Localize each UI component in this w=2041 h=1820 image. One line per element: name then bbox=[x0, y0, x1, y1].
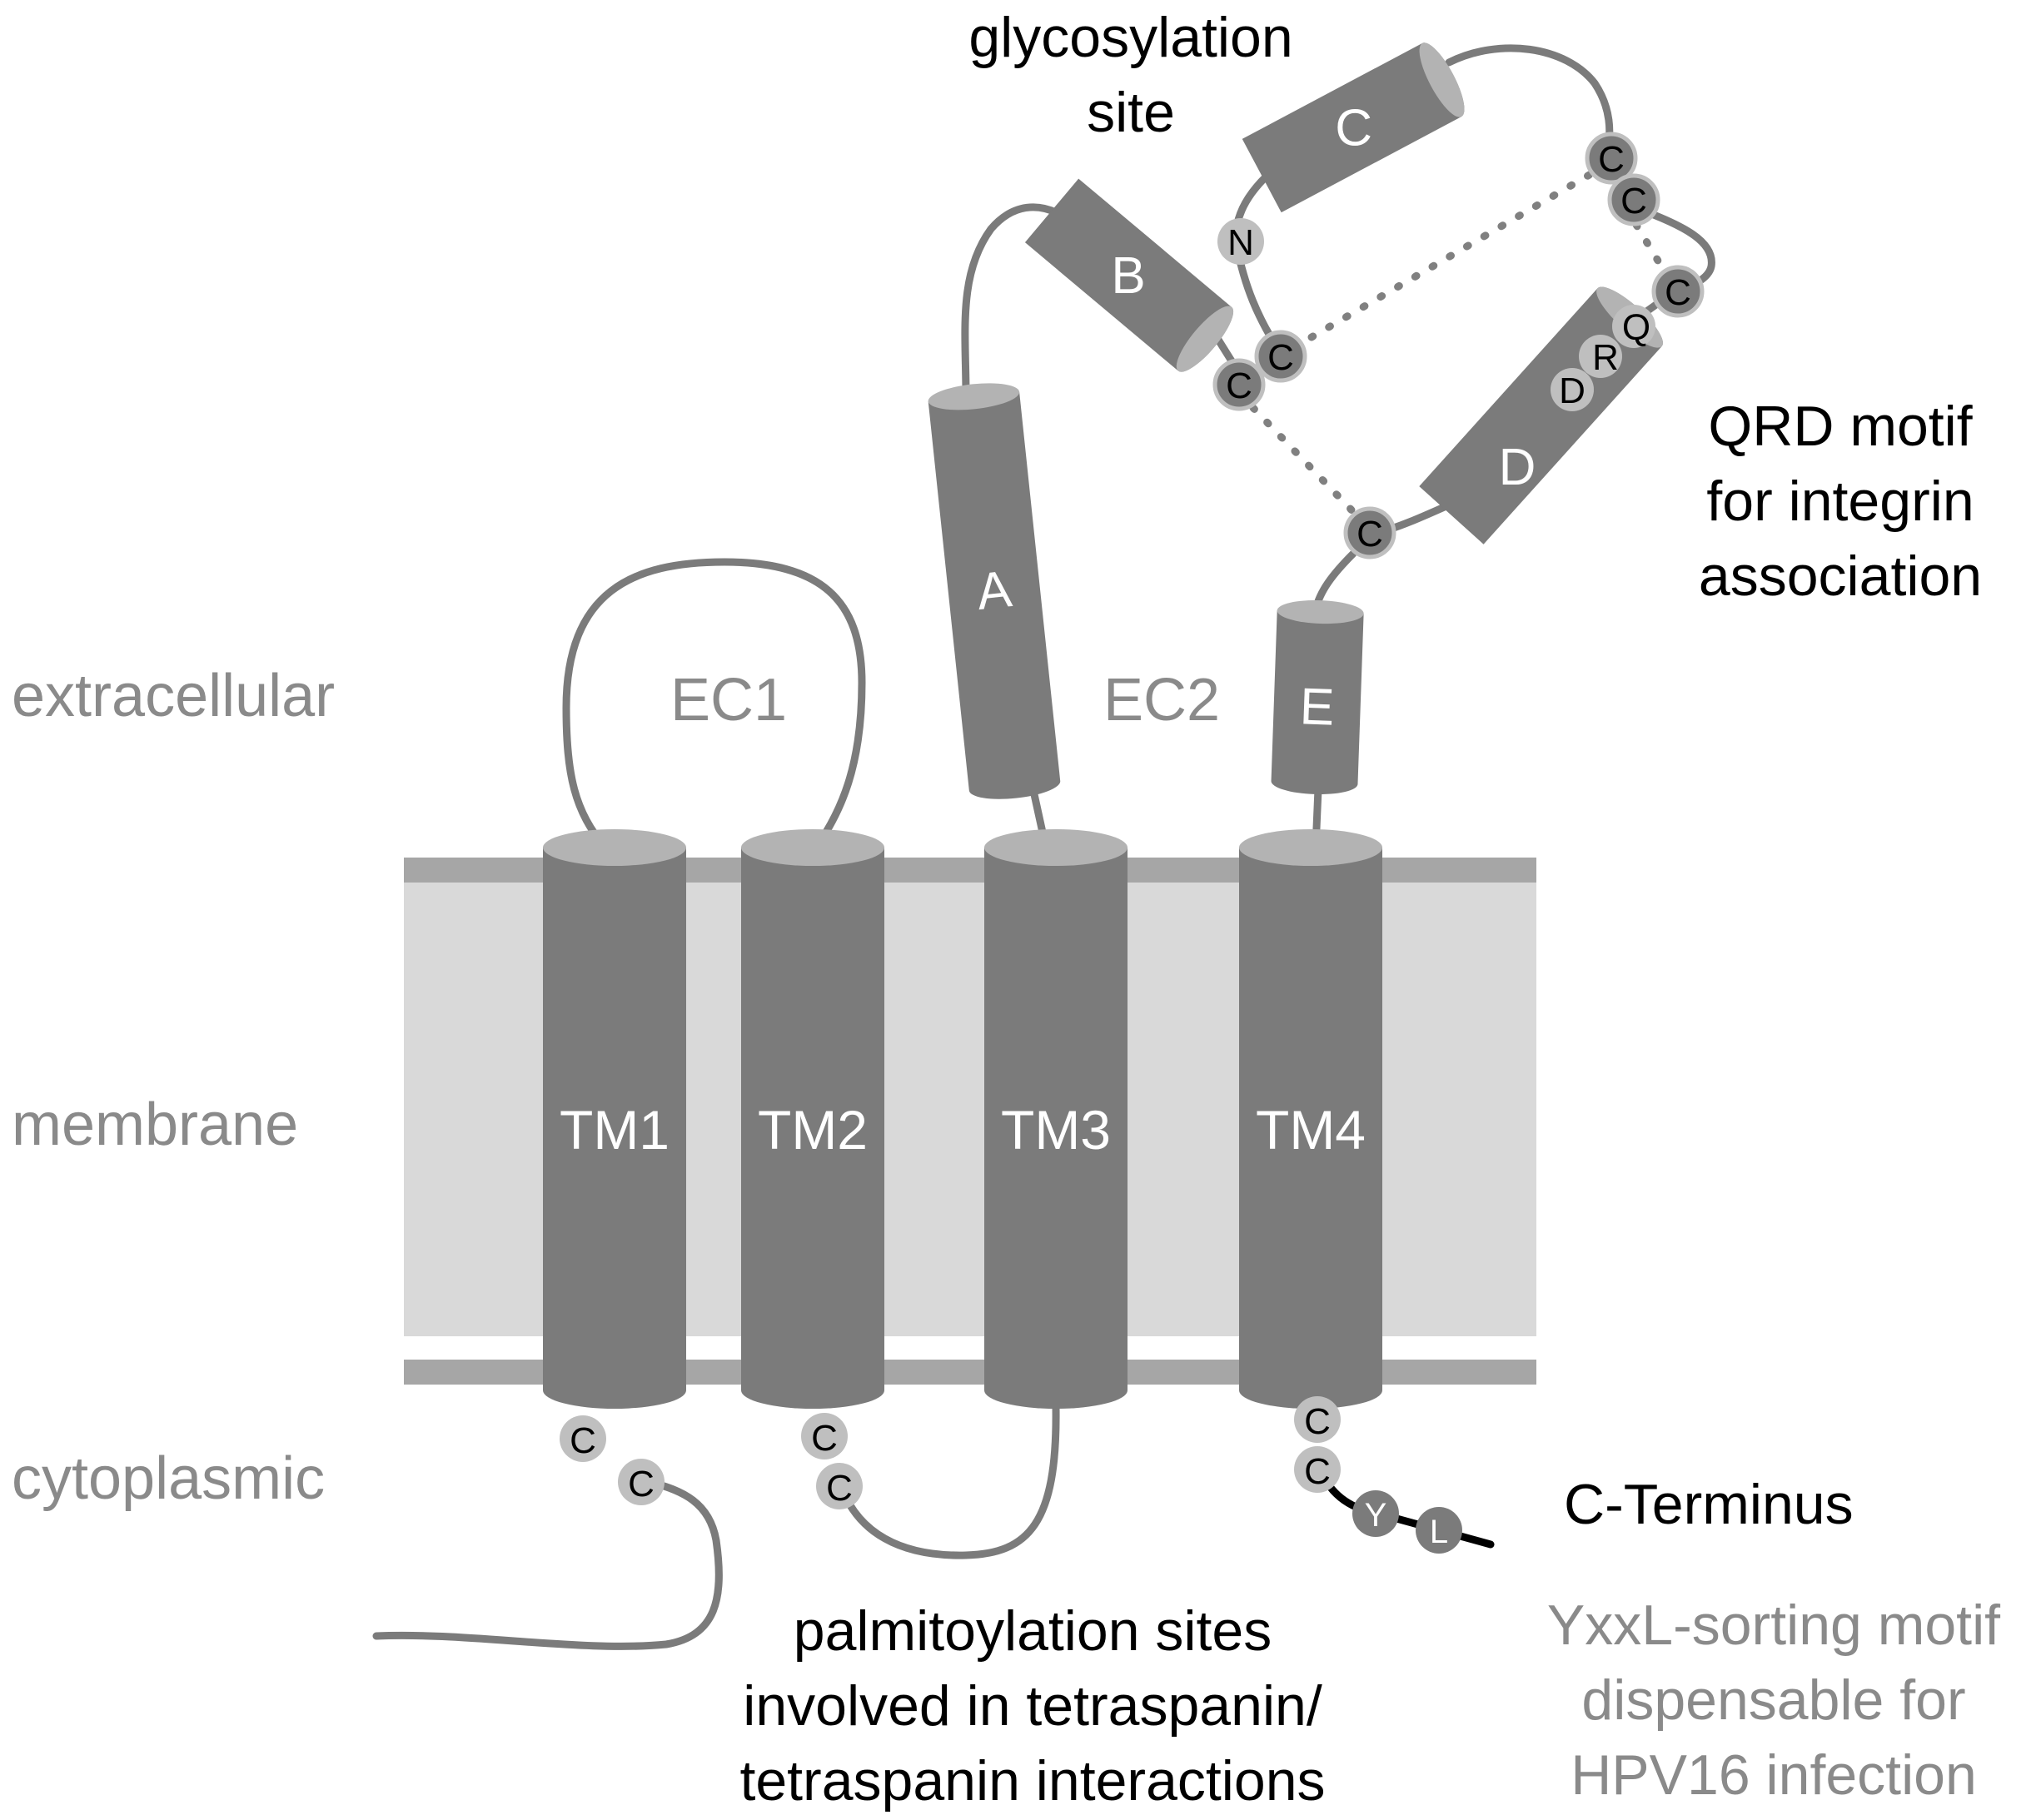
ec1-label: EC1 bbox=[670, 667, 787, 733]
disulfide-bond-3 bbox=[1632, 221, 1670, 277]
residue-cys-palm-3: C bbox=[801, 1413, 848, 1459]
svg-text:C: C bbox=[1620, 181, 1647, 221]
c-terminus-label: C-Terminus bbox=[1564, 1473, 1854, 1536]
helix-a-to-b bbox=[961, 203, 1070, 400]
svg-text:tetraspanin interactions: tetraspanin interactions bbox=[739, 1749, 1325, 1813]
helix-e: E bbox=[1271, 599, 1364, 795]
svg-text:C: C bbox=[628, 1464, 655, 1504]
svg-text:C: C bbox=[1304, 1401, 1331, 1442]
helix-c: C bbox=[1242, 42, 1465, 213]
residue-asn: N bbox=[1217, 218, 1264, 265]
yxxl-annotation: YxxL-sorting motif dispensable for HPV16… bbox=[1547, 1594, 2000, 1807]
tm2-label: TM2 bbox=[758, 1099, 868, 1161]
residue-cys-palm-6: C bbox=[1294, 1446, 1341, 1493]
tm1-label: TM1 bbox=[560, 1099, 670, 1161]
residue-cys-ec2-1: C bbox=[1212, 358, 1266, 411]
tm4-helix: TM4 bbox=[1239, 829, 1382, 1409]
svg-text:palmitoylation sites: palmitoylation sites bbox=[794, 1599, 1272, 1663]
svg-text:C: C bbox=[1357, 514, 1383, 554]
ec2-helices: A B C D E bbox=[928, 42, 1663, 799]
svg-text:QRD motif: QRD motif bbox=[1708, 395, 1972, 458]
residue-cys-ec2-4: C bbox=[1607, 173, 1660, 226]
c-terminus-tail bbox=[1320, 1474, 1495, 1549]
svg-text:glycosylation: glycosylation bbox=[968, 6, 1292, 69]
svg-text:C: C bbox=[1304, 1451, 1331, 1492]
residue-cys-ec2-2: C bbox=[1254, 330, 1307, 383]
palmitoylation-annotation: palmitoylation sites involved in tetrasp… bbox=[739, 1599, 1325, 1813]
svg-text:dispensable for: dispensable for bbox=[1581, 1668, 1965, 1732]
helix-b: B bbox=[1024, 178, 1234, 372]
tm2-helix: TM2 bbox=[741, 829, 884, 1409]
tm3-helix: TM3 bbox=[984, 829, 1128, 1409]
tm-helices: TM1 TM2 TM3 TM4 bbox=[543, 829, 1382, 1409]
svg-text:C: C bbox=[570, 1420, 596, 1461]
residue-cys-ec2-5: C bbox=[1651, 265, 1705, 318]
ec2-label: EC2 bbox=[1103, 667, 1220, 733]
svg-text:N: N bbox=[1227, 222, 1254, 263]
cytoplasmic-label: cytoplasmic bbox=[12, 1445, 325, 1512]
svg-text:C: C bbox=[1226, 365, 1252, 406]
svg-text:D: D bbox=[1559, 370, 1586, 411]
residues: N C C C C C Q R bbox=[560, 132, 1705, 1554]
svg-text:for integrin: for integrin bbox=[1706, 470, 1974, 533]
residue-cys-palm-2: C bbox=[618, 1459, 665, 1505]
tm4-label: TM4 bbox=[1256, 1099, 1366, 1161]
svg-text:C: C bbox=[811, 1418, 838, 1459]
helix-e-label: E bbox=[1299, 678, 1336, 736]
tm3-label: TM3 bbox=[1001, 1099, 1111, 1161]
membrane-label: membrane bbox=[12, 1092, 298, 1158]
svg-text:Q: Q bbox=[1622, 307, 1650, 348]
residue-cys-palm-4: C bbox=[816, 1463, 863, 1509]
svg-text:R: R bbox=[1592, 337, 1619, 378]
svg-text:C: C bbox=[826, 1468, 853, 1509]
cytoplasmic-loop bbox=[837, 1403, 1060, 1559]
helix-d-label: D bbox=[1499, 439, 1536, 496]
helix-a: A bbox=[928, 383, 1061, 799]
residue-leu: L bbox=[1416, 1507, 1462, 1554]
n-terminus-tail bbox=[372, 1478, 723, 1650]
helix-c-label: C bbox=[1335, 99, 1372, 157]
helix-a-label: A bbox=[974, 560, 1015, 621]
qrd-annotation: QRD motif for integrin association bbox=[1699, 395, 1982, 608]
tm1-helix: TM1 bbox=[543, 829, 686, 1409]
svg-text:Y: Y bbox=[1365, 1497, 1387, 1534]
svg-text:YxxL-sorting motif: YxxL-sorting motif bbox=[1547, 1594, 2000, 1657]
svg-text:association: association bbox=[1699, 545, 1982, 608]
residue-asp: D bbox=[1551, 368, 1594, 411]
disulfide-bond-1 bbox=[1307, 169, 1596, 341]
svg-text:C: C bbox=[1665, 272, 1691, 313]
residue-cys-palm-1: C bbox=[560, 1415, 606, 1462]
svg-text:C: C bbox=[1267, 337, 1294, 378]
residue-cys-ec2-3: C bbox=[1585, 132, 1638, 185]
residue-gln: Q bbox=[1612, 305, 1655, 348]
helix-b-label: B bbox=[1111, 247, 1145, 305]
residue-cys-ec2-6: C bbox=[1343, 506, 1396, 559]
ec1-loop bbox=[562, 558, 866, 852]
residue-cys-palm-5: C bbox=[1294, 1396, 1341, 1443]
residue-tyr: Y bbox=[1352, 1490, 1399, 1537]
svg-text:HPV16 infection: HPV16 infection bbox=[1571, 1743, 1977, 1807]
svg-text:C: C bbox=[1598, 139, 1625, 180]
disulfide-bond-2 bbox=[1249, 404, 1366, 525]
extracellular-label: extracellular bbox=[12, 663, 335, 729]
residue-arg: R bbox=[1579, 335, 1622, 378]
helix-c-to-cys-pair bbox=[1445, 44, 1614, 156]
svg-text:involved in tetraspanin/: involved in tetraspanin/ bbox=[743, 1674, 1322, 1738]
svg-text:L: L bbox=[1430, 1514, 1448, 1550]
glycosylation-annotation: glycosylation site bbox=[968, 6, 1292, 144]
disulfide-bonds bbox=[1249, 169, 1670, 525]
svg-text:site: site bbox=[1087, 81, 1175, 144]
